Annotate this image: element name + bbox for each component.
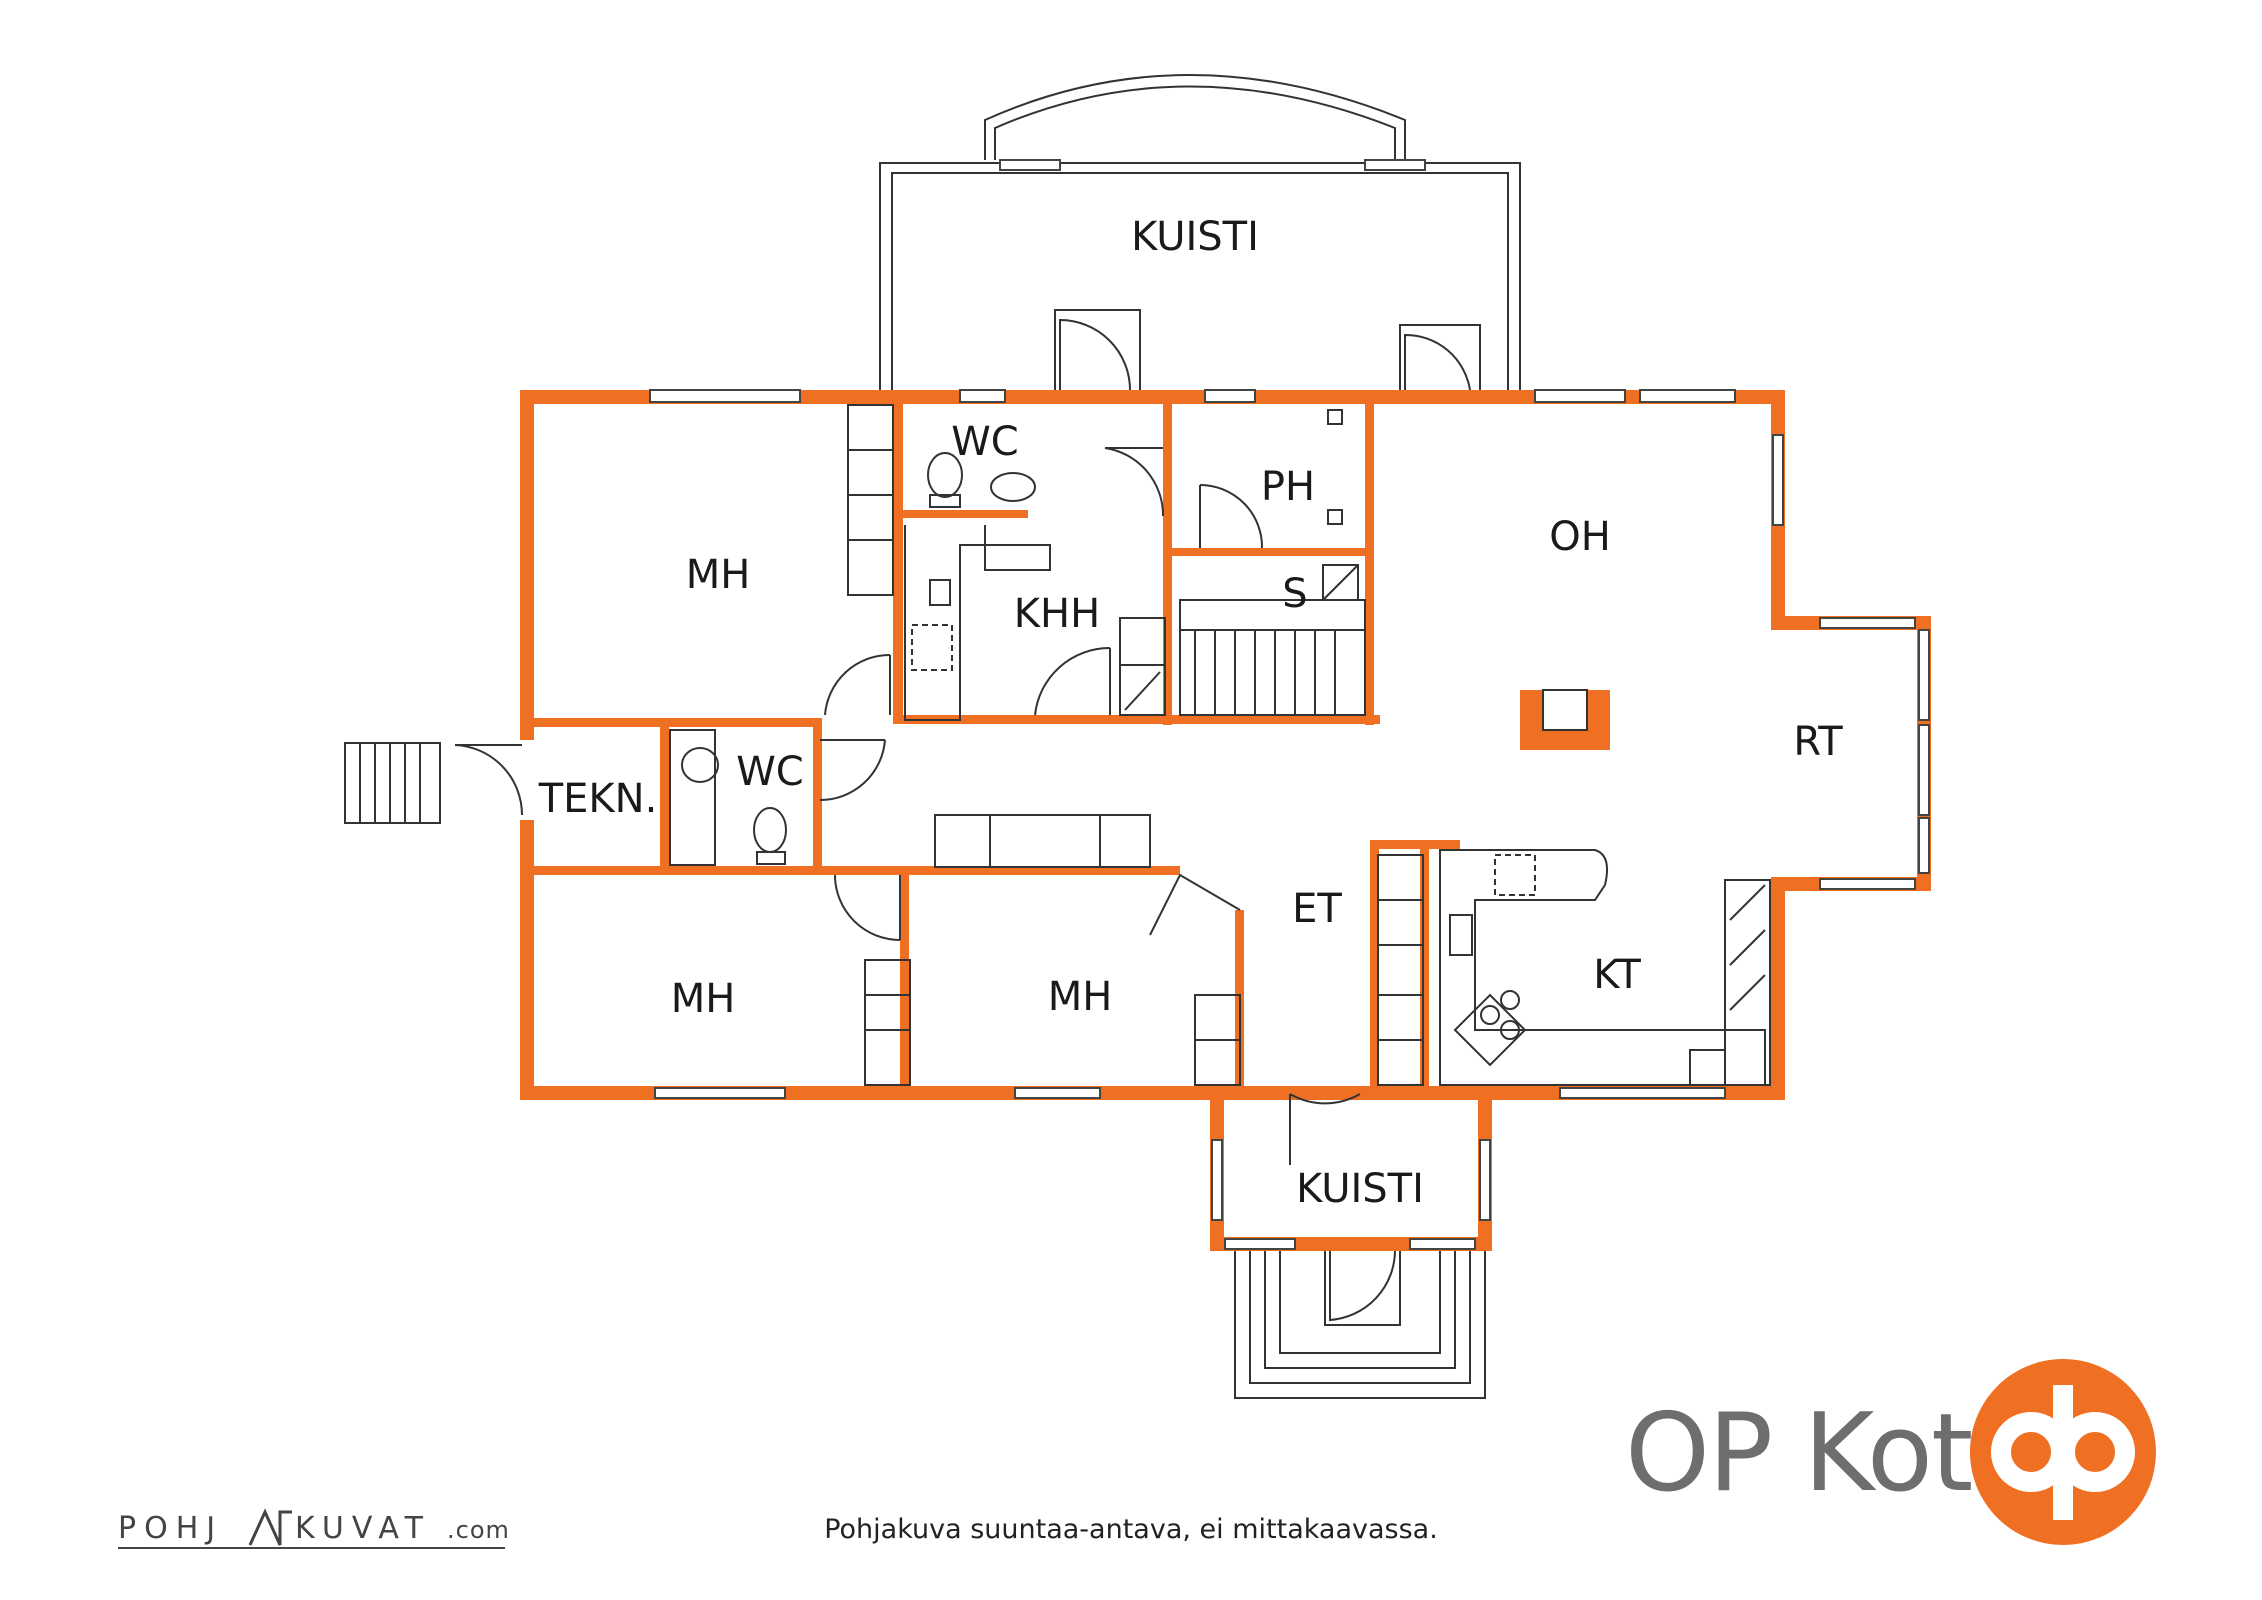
room-label-oh: OH	[1549, 514, 1611, 560]
windows	[649, 389, 1930, 1250]
room-labels: KUISTI WC PH OH MH KHH S RT TEKN. WC ET …	[538, 214, 1844, 1212]
credit-mark-icon	[248, 1508, 292, 1546]
credit-domain: .com	[447, 1516, 510, 1544]
credit-right: KUVAT	[295, 1511, 431, 1546]
room-label-mh-left: MH	[671, 976, 736, 1022]
fixtures	[669, 404, 1771, 1086]
disclaimer-note: Pohjakuva suuntaa-antava, ei mittakaavas…	[824, 1514, 1438, 1545]
credit-logo: POHJ KUVAT .com	[118, 1508, 510, 1549]
room-label-mh-top: MH	[686, 552, 751, 598]
room-label-kuisti-bottom: KUISTI	[1296, 1166, 1424, 1212]
room-label-et: ET	[1292, 886, 1342, 932]
credit-left: POHJ	[118, 1511, 223, 1546]
room-label-wc-top: WC	[951, 419, 1018, 465]
room-label-rt: RT	[1793, 719, 1843, 765]
room-label-wc-mid: WC	[736, 749, 803, 795]
room-label-ph: PH	[1261, 464, 1315, 510]
room-label-kt: KT	[1593, 952, 1641, 998]
room-label-s: S	[1282, 571, 1307, 617]
brand-name: OP Koti	[1625, 1391, 1999, 1516]
op-logo-icon	[1970, 1359, 2156, 1545]
interior-doors	[819, 447, 1361, 1165]
left-steps	[344, 742, 524, 824]
top-porch	[879, 74, 1521, 391]
exterior-walls	[520, 390, 1931, 1251]
room-label-khh: KHH	[1014, 591, 1100, 637]
footer: Pohjakuva suuntaa-antava, ei mittakaavas…	[118, 1508, 1438, 1549]
room-label-tekn: TEKN.	[538, 776, 658, 822]
brand: OP Koti	[1625, 1359, 2156, 1545]
room-label-kuisti-top: KUISTI	[1131, 214, 1259, 260]
bottom-porch-steps	[1234, 1249, 1486, 1399]
room-label-mh-mid: MH	[1048, 974, 1113, 1020]
